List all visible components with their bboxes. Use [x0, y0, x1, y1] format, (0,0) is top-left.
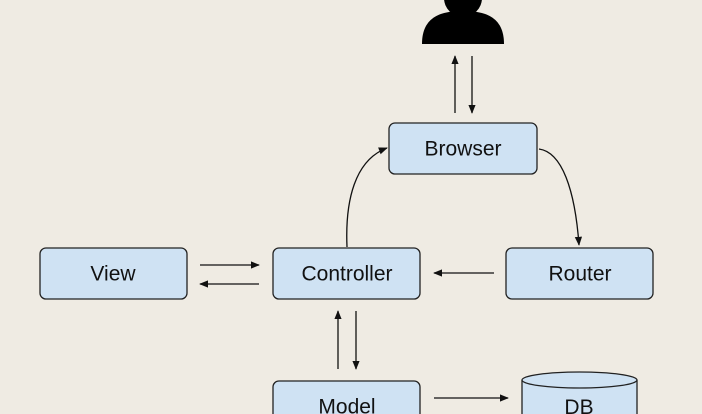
router-node: Router — [505, 247, 654, 300]
arrow-browser-to-router — [538, 148, 583, 246]
database-icon: DB — [521, 371, 638, 414]
db-label: DB — [564, 396, 593, 414]
arrow-controller-to-browser — [346, 147, 388, 248]
view-label: View — [90, 263, 136, 286]
view-node: View — [39, 247, 188, 300]
controller-node: Controller — [272, 247, 421, 300]
user-icon — [422, 0, 504, 44]
browser-label: Browser — [424, 138, 501, 161]
browser-node: Browser — [388, 122, 538, 175]
router-label: Router — [548, 263, 611, 286]
model-node: Model — [272, 380, 421, 414]
model-label: Model — [318, 396, 375, 414]
controller-label: Controller — [301, 263, 392, 286]
